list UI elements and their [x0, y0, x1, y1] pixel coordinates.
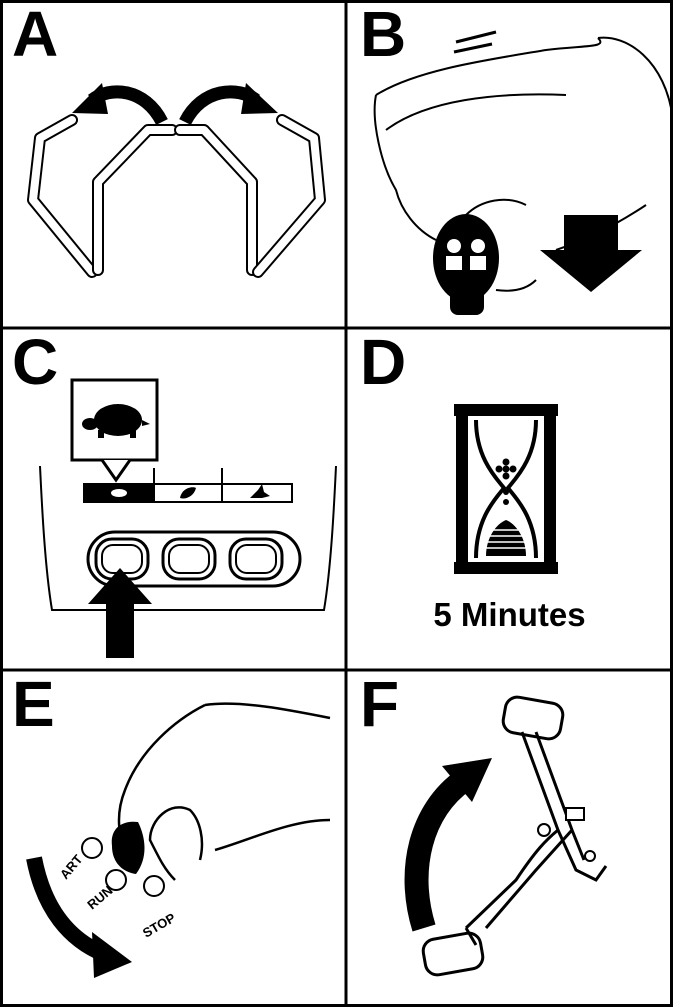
panel-b: B — [346, 0, 673, 328]
hand-outline — [119, 704, 330, 880]
down-arrow-icon — [540, 215, 642, 292]
arrow-head — [92, 932, 132, 978]
right-arrow-head — [241, 83, 278, 114]
panel-d: D 5 Minutes — [346, 328, 673, 670]
inner-right-lever — [180, 130, 252, 270]
panel-f: F — [346, 670, 673, 1007]
left-arrow-head — [72, 83, 108, 114]
start-position — [82, 838, 102, 858]
open-levers-illustration — [0, 0, 346, 328]
motion-lines — [454, 32, 496, 52]
control-panel-illustration — [0, 328, 346, 670]
pull-choke-illustration — [346, 0, 673, 328]
stop-position — [144, 876, 164, 896]
start-label: ART — [57, 852, 86, 882]
lever-grip-top — [501, 695, 564, 741]
lever-illustration — [346, 670, 673, 1007]
lever-grip-bottom — [421, 931, 484, 977]
choke-knob-icon — [433, 214, 499, 315]
hourglass-icon — [454, 404, 558, 574]
turtle-mini-icon — [111, 489, 127, 497]
key-icon — [112, 822, 145, 874]
panel-e: E ART RUN STOP — [0, 670, 346, 1007]
inner-left-lever — [98, 130, 172, 270]
stop-label: STOP — [140, 910, 178, 941]
upward-curved-arrow-icon — [417, 780, 464, 928]
key-switch-illustration: ART RUN STOP — [0, 670, 346, 1007]
wait-time-caption: 5 Minutes — [346, 596, 673, 634]
panel-c: C — [0, 328, 346, 670]
panel-a: A — [0, 0, 346, 328]
